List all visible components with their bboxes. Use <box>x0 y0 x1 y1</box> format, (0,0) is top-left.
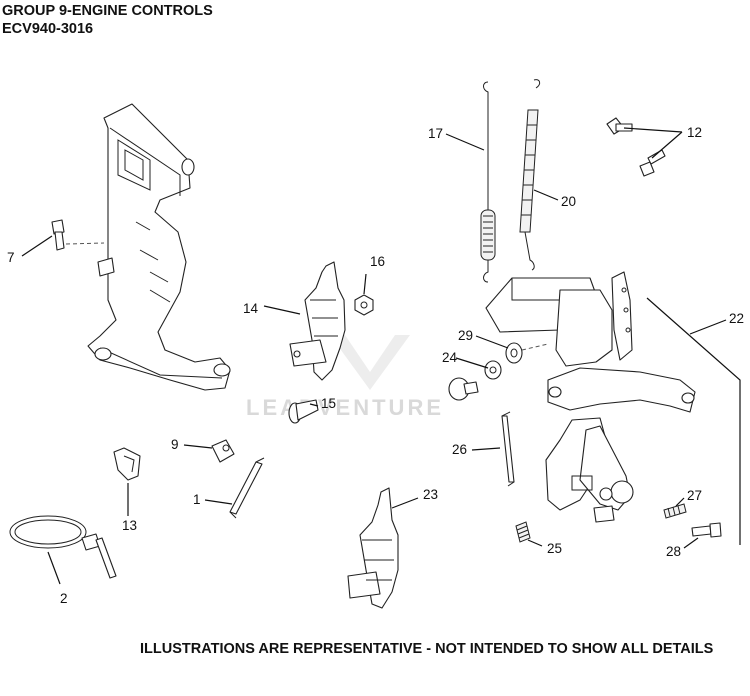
callout-20: 20 <box>561 194 577 209</box>
engine-control-bracket <box>87 103 231 391</box>
bolts-12 <box>606 117 666 177</box>
callout-16: 16 <box>370 254 386 269</box>
clip-9 <box>211 439 235 463</box>
callout-15: 15 <box>321 396 337 411</box>
watermark-text: LEADVENTURE <box>246 395 445 420</box>
spring-20 <box>519 79 541 271</box>
disclaimer-note: ILLUSTRATIONS ARE REPRESENTATIVE - NOT I… <box>140 641 714 657</box>
nut-16 <box>354 294 374 316</box>
callout-22: 22 <box>729 311 745 326</box>
control-assembly-22 <box>485 271 696 523</box>
washer-24 <box>484 360 502 380</box>
callout-9: 9 <box>171 437 179 452</box>
rod-26 <box>501 411 515 487</box>
spring-27 <box>663 503 687 519</box>
knob-pin <box>448 377 479 401</box>
callout-13: 13 <box>122 518 138 533</box>
pin-15 <box>288 399 319 424</box>
callout-17: 17 <box>428 126 444 141</box>
spring-17 <box>480 81 496 283</box>
callout-28: 28 <box>666 544 682 559</box>
callout-29: 29 <box>458 328 474 343</box>
callout-24: 24 <box>442 350 458 365</box>
callout-23: 23 <box>423 487 439 502</box>
callout-1: 1 <box>193 492 201 507</box>
page-title: GROUP 9-ENGINE CONTROLS <box>2 3 213 19</box>
leader-lines <box>21 127 741 585</box>
callout-2: 2 <box>60 591 68 606</box>
page-header: GROUP 9-ENGINE CONTROLS ECV940-3016 <box>2 2 213 38</box>
washer-29 <box>505 342 549 364</box>
governor-lever-23 <box>347 487 399 609</box>
callout-26: 26 <box>452 442 468 457</box>
governor-lever-14 <box>289 261 346 381</box>
callout-27: 27 <box>687 488 703 503</box>
bolt-7 <box>51 219 105 251</box>
spring-25 <box>515 521 531 543</box>
screw-28 <box>691 522 722 538</box>
callout-7: 7 <box>7 250 15 265</box>
model-number: ECV940-3016 <box>2 21 94 37</box>
cable-tie-2 <box>9 515 117 579</box>
callout-25: 25 <box>547 541 563 556</box>
rod-1 <box>229 457 265 519</box>
clip-13 <box>113 447 141 481</box>
callout-14: 14 <box>243 301 259 316</box>
callout-12: 12 <box>687 125 703 140</box>
watermark-logo <box>330 335 410 390</box>
